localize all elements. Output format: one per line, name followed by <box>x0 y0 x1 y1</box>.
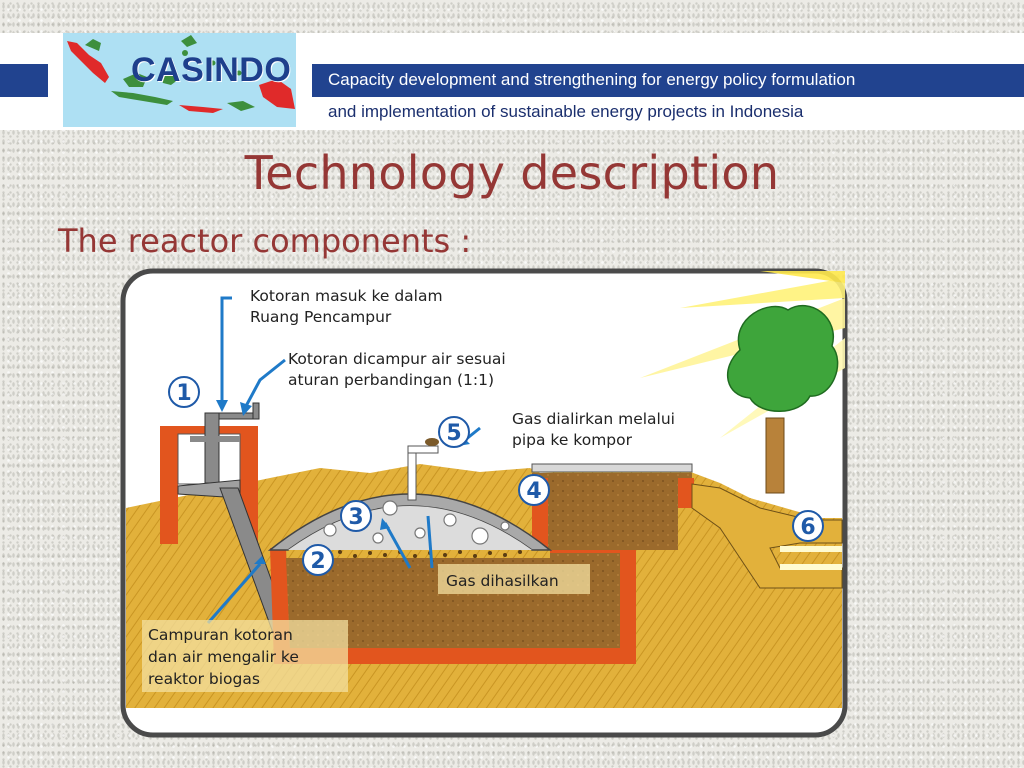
svg-text:2: 2 <box>310 549 325 574</box>
label-mix-line2: aturan perbandingan (1:1) <box>288 371 494 389</box>
svg-text:3: 3 <box>348 505 363 530</box>
slide-title: Technology description <box>244 146 780 200</box>
header-tagline-line2: and implementation of sustainable energy… <box>328 102 804 121</box>
gas-valve-icon <box>425 438 439 446</box>
badge-6: 6 <box>792 510 824 542</box>
header-stripe-right <box>312 64 1024 97</box>
casindo-logo: CASINDO <box>63 33 296 127</box>
number-badges: 1 2 3 4 5 6 <box>168 376 824 576</box>
inlet-tank <box>160 402 260 544</box>
label-flow-line3: reaktor biogas <box>148 670 260 688</box>
label-mix-line1: Kotoran dicampur air sesuai <box>288 350 506 368</box>
label-gas-pipe-line1: Gas dialirkan melalui <box>512 410 675 428</box>
label-inlet-line1: Kotoran masuk ke dalam <box>250 287 443 305</box>
svg-text:6: 6 <box>800 515 815 540</box>
indonesia-map-icon <box>67 35 295 113</box>
header-stripe-left <box>0 64 48 97</box>
badge-4: 4 <box>518 474 550 506</box>
svg-text:4: 4 <box>526 479 541 504</box>
header-tagline-line1: Capacity development and strengthening f… <box>328 70 856 89</box>
badge-5: 5 <box>438 416 470 448</box>
badge-1: 1 <box>168 376 200 408</box>
biogas-reactor-diagram: 1 2 3 4 5 6 Kotoran masuk ke dalam Ruang… <box>120 268 848 738</box>
gas-pipe <box>407 438 439 501</box>
label-inlet-line2: Ruang Pencampur <box>250 308 392 326</box>
tree-icon <box>726 304 839 494</box>
badge-2: 2 <box>302 544 334 576</box>
logo-text: CASINDO <box>131 51 292 89</box>
svg-text:1: 1 <box>176 381 191 406</box>
label-flow-line2: dan air mengalir ke <box>148 648 299 666</box>
label-gas-produced: Gas dihasilkan <box>446 572 559 590</box>
label-flow-line1: Campuran kotoran <box>148 626 293 644</box>
svg-text:5: 5 <box>446 421 461 446</box>
outlet-channel <box>691 483 843 589</box>
label-gas-pipe-line2: pipa ke kompor <box>512 431 633 449</box>
slide-subtitle: The reactor components : <box>58 222 472 260</box>
gas-bubbles <box>323 500 510 545</box>
outlet-cover <box>531 463 693 473</box>
badge-3: 3 <box>340 500 372 532</box>
